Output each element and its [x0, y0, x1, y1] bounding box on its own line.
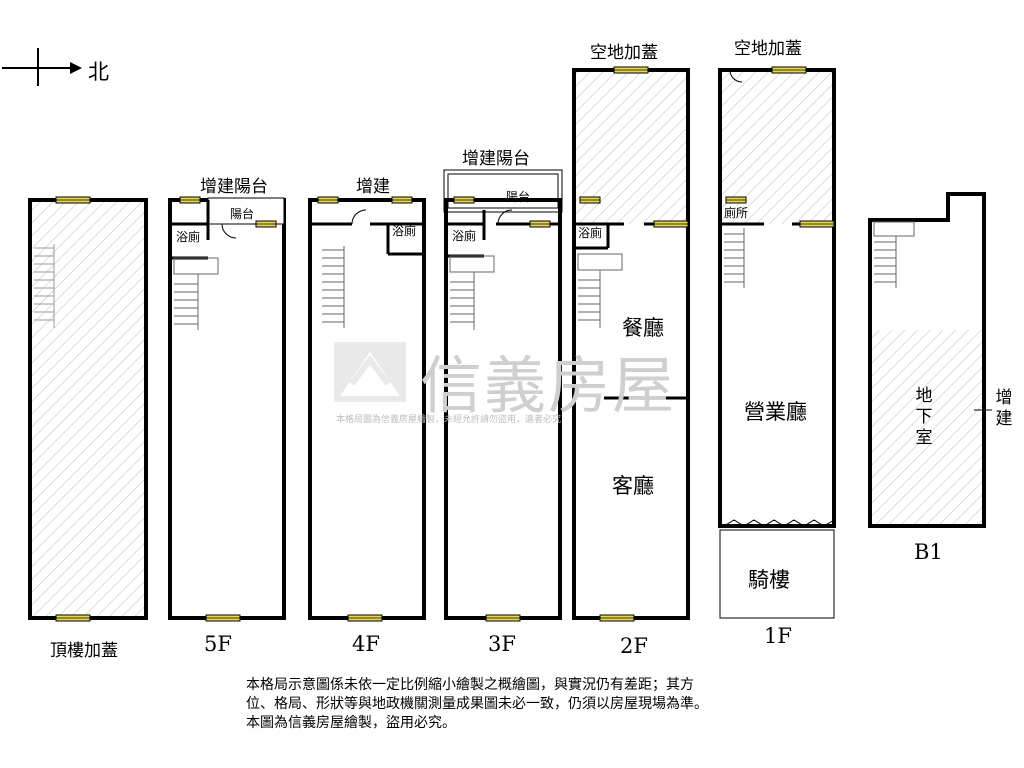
b1-floor-label: B1: [914, 540, 943, 564]
f2-top-label: 空地加蓋: [590, 43, 658, 63]
floor-5f: [168, 196, 286, 622]
f2-dining-label: 餐廳: [622, 316, 664, 340]
f2-bath-label: 浴廁: [578, 226, 603, 240]
watermark-brand: 信義房屋: [420, 349, 677, 422]
b1-basement-label: 地下室: [915, 386, 933, 448]
disclaimer-line-1: 本格局示意圖係未依一定比例縮小繪製之概繪圖，與實況仍有差距；其方: [246, 677, 694, 693]
roof-label: 頂樓加蓋: [50, 641, 118, 661]
b1-addition-label: 增建: [995, 388, 1013, 429]
floor-4f: [308, 196, 426, 622]
floor-b1: [868, 192, 992, 528]
f3-bath-label: 浴廁: [452, 229, 477, 243]
f1-floor-label: 1F: [764, 624, 792, 648]
floor-2f: [572, 66, 690, 622]
watermark-logo: [334, 342, 406, 402]
floor-1f: [718, 66, 836, 619]
f5-floor-label: 5F: [204, 632, 232, 656]
watermark-notice: 本格局圖為信義房屋繪製，未經允許請勿盜用，違者必究: [336, 415, 562, 425]
f5-balcony-label: 增建陽台: [200, 177, 268, 197]
disclaimer-line-3: 本圖為信義房屋繪製，盜用必究。: [246, 715, 456, 731]
f3-balcony-inner-label: 陽台: [506, 190, 531, 204]
f1-business-hall-label: 營業廳: [744, 400, 807, 424]
f2-floor-label: 2F: [620, 634, 648, 658]
compass-arrow: [2, 48, 82, 86]
f3-floor-label: 3F: [488, 632, 516, 656]
disclaimer-line-2: 位、格局、形狀等與地政機關測量成果圖未必一致，仍須以房屋現場為準。: [246, 696, 708, 712]
f2-living-label: 客廳: [612, 474, 654, 498]
f5-bath-label: 浴廁: [176, 230, 201, 244]
f5-balcony-inner-label: 陽台: [230, 207, 255, 221]
floor-roof: [28, 196, 148, 622]
f1-toilet-label: 廁所: [724, 206, 749, 220]
f1-arcade-label: 騎樓: [748, 568, 790, 592]
f4-bath-label: 浴廁: [392, 224, 417, 238]
compass-north-label: 北: [88, 60, 109, 84]
f4-addition-label: 增建: [356, 177, 390, 197]
f1-top-label: 空地加蓋: [734, 39, 802, 59]
f4-floor-label: 4F: [352, 632, 380, 656]
f3-balcony-label: 增建陽台: [462, 149, 530, 169]
floor-3f: [443, 169, 563, 622]
disclaimer: 本格局示意圖係未依一定比例縮小繪製之概繪圖，與實況仍有差距；其方 位、格局、形狀…: [246, 676, 786, 733]
